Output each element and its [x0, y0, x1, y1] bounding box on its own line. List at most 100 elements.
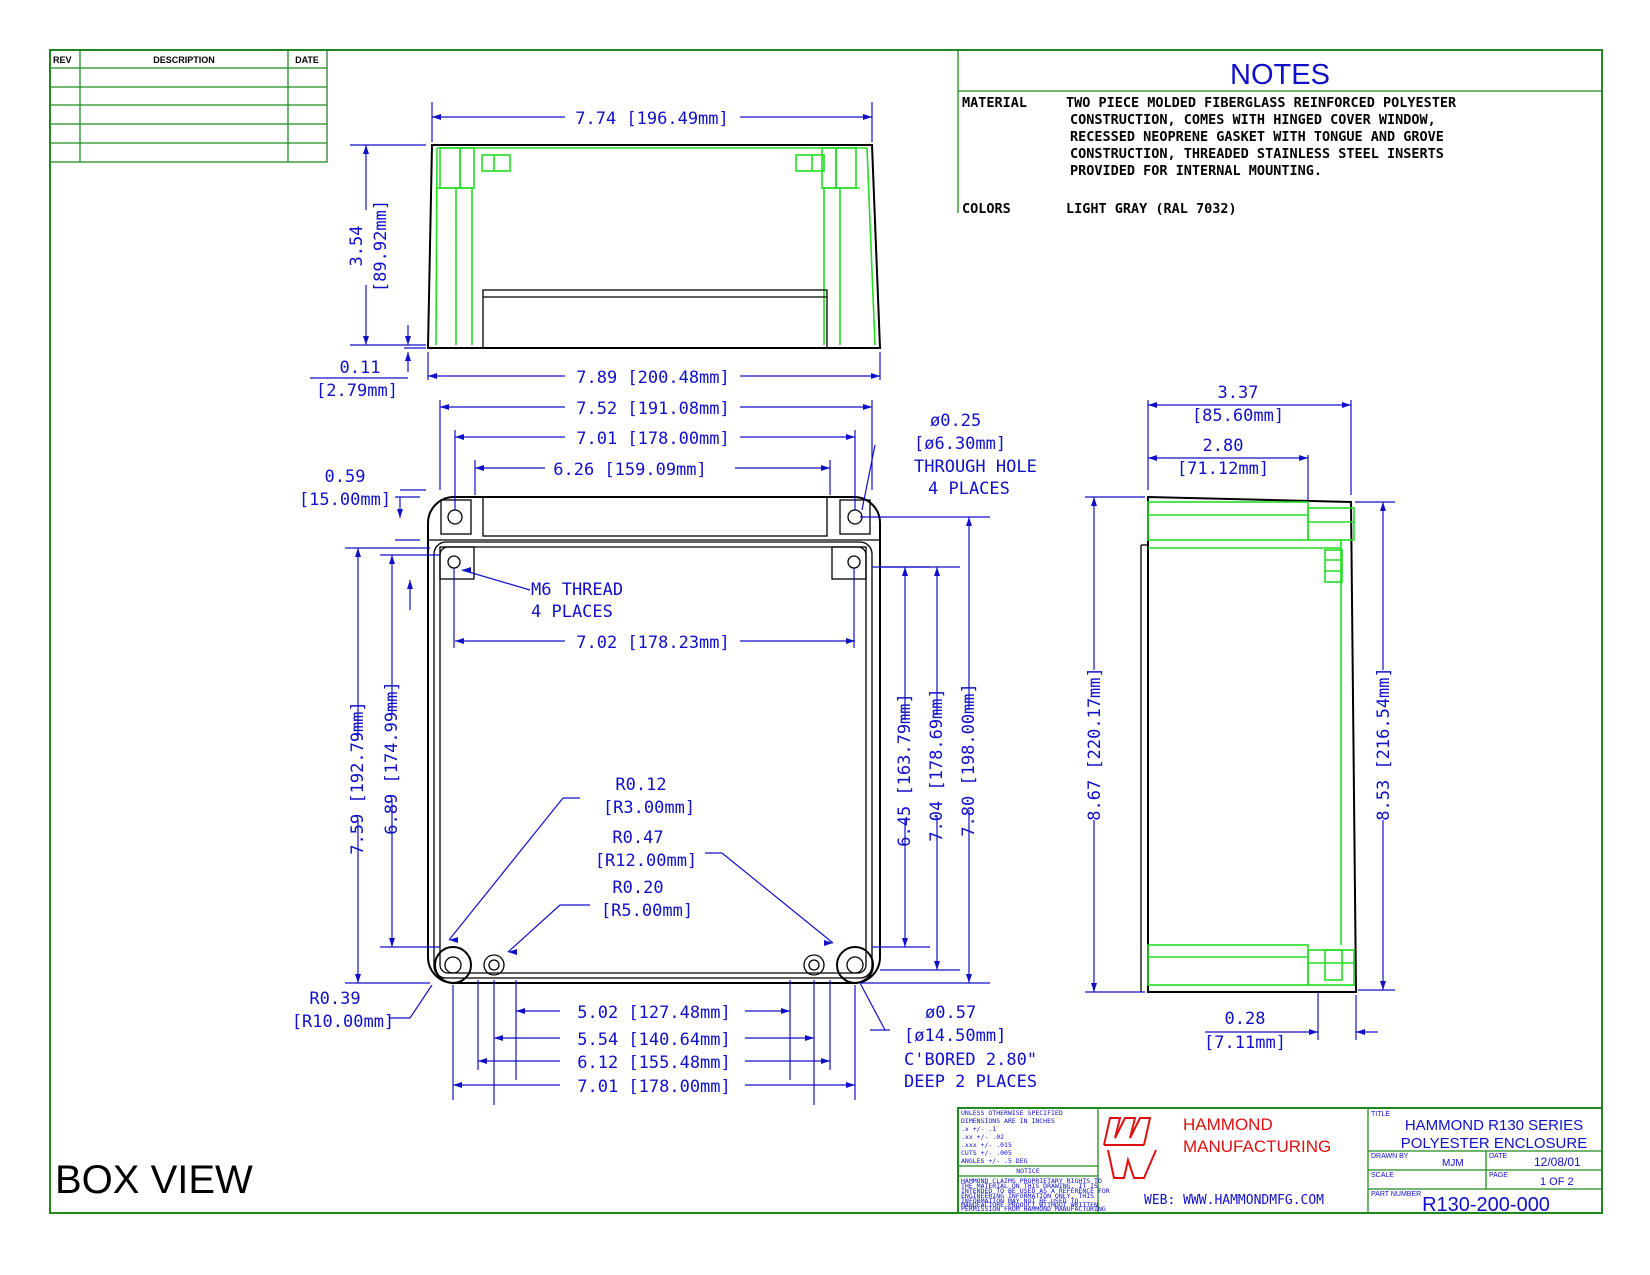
dim-height-759: 7.59 [192.79mm]: [348, 701, 368, 855]
dimension-arrow: [432, 114, 441, 120]
dimension-arrow: [871, 373, 880, 379]
dimension-arrow: [428, 373, 437, 379]
material-line-4: CONSTRUCTION, THREADED STAINLESS STEEL I…: [1070, 146, 1444, 162]
notice-line-3: INTENDED TO BE USED AS A REFERENCE FOR: [961, 1187, 1110, 1195]
drawing-border: [49, 49, 1603, 1214]
drawn-by-value: MJM: [1442, 1158, 1464, 1169]
dim-thread-1: M6 THREAD: [531, 580, 623, 600]
dim-side-337-mm: [85.60mm]: [1192, 406, 1284, 426]
dim-offset-059-mm: [15.00mm]: [299, 490, 391, 510]
dim-lip-in: 0.11: [340, 358, 381, 378]
notes-title: NOTES: [1230, 59, 1330, 91]
tol-line-1: UNLESS OTHERWISE SPECIFIED: [961, 1109, 1063, 1117]
dimension-arrow: [475, 465, 484, 471]
dimension-arrow: [934, 961, 940, 970]
dimension-arrow: [453, 1082, 462, 1088]
date-header: DATE: [295, 55, 319, 65]
dim-width-626: 6.26 [159.09mm]: [553, 460, 707, 480]
dim-width-554: 5.54 [140.64mm]: [577, 1030, 731, 1050]
date-label: DATE: [1489, 1153, 1507, 1160]
dimension-arrow: [363, 145, 369, 154]
company-web: WEB: WWW.HAMMONDMFG.COM: [1144, 1193, 1324, 1208]
material-line-3: RECESSED NEOPRENE GASKET WITH TONGUE AND…: [1070, 129, 1444, 145]
dim-side-028-mm: [7.11mm]: [1204, 1033, 1286, 1053]
dimension-arrow: [863, 404, 872, 410]
notice-line-4: ENGINEERING INFORMATION ONLY. THIS: [961, 1192, 1094, 1200]
company-name-line-1: HAMMOND: [1183, 1115, 1273, 1134]
dim-hole-dia-in: ø0.25: [930, 411, 981, 431]
dim-side-280-mm: [71.12mm]: [1177, 459, 1269, 479]
dimension-arrow: [966, 517, 972, 526]
dimension-arrow: [1148, 455, 1157, 461]
dimension-line: [859, 982, 886, 1031]
dim-thread-2: 4 PLACES: [531, 602, 613, 622]
dimension-arrow: [397, 509, 403, 518]
dim-cbore-dia-mm: [ø14.50mm]: [904, 1026, 1006, 1046]
dimension-arrow: [494, 1035, 503, 1041]
dimension-arrow: [407, 580, 413, 589]
notice-line-7: PERMISSION FROM HAMMOND MANUFACTURING: [961, 1205, 1106, 1213]
dimension-arrow: [355, 548, 361, 557]
dimension-line: [507, 904, 561, 953]
dim-width-702: 7.02 [178.23mm]: [576, 633, 730, 653]
dim-width-701-top: 7.01 [178.00mm]: [576, 429, 730, 449]
notes-block: NOTES MATERIAL TWO PIECE MOLDED FIBERGLA…: [957, 50, 1602, 217]
scale-label: SCALE: [1371, 1172, 1394, 1179]
material-line-1: TWO PIECE MOLDED FIBERGLASS REINFORCED P…: [1066, 95, 1457, 111]
dimension-labels: 7.74 [196.49mm] 3.54 [89.92mm] 0.11 [2.7…: [292, 109, 1394, 1097]
dim-side-028-in: 0.28: [1225, 1009, 1266, 1029]
dimension-lines: [310, 102, 1395, 1105]
page-value: 1 OF 2: [1540, 1176, 1574, 1188]
dimension-arrow: [508, 949, 517, 955]
tol-line-6: CUTS +/- .005: [961, 1149, 1012, 1157]
tol-line-7: ANGLES +/- .5 DEG: [961, 1157, 1028, 1165]
notice-line-1: HAMMOND CLAIMS PROPRIETARY RIGHTS TO: [961, 1177, 1102, 1185]
tol-line-2: DIMENSIONS ARE IN INCHES: [961, 1117, 1055, 1125]
dim-height-780: 7.80 [198.00mm]: [959, 683, 979, 837]
dimension-arrow: [781, 1008, 790, 1014]
dimension-arrow: [934, 567, 940, 576]
dimension-arrow: [863, 114, 872, 120]
dim-width-612: 6.12 [155.48mm]: [577, 1053, 731, 1073]
revision-table: REV DESCRIPTION DATE: [49, 49, 328, 163]
dimension-arrow: [966, 974, 972, 983]
hammond-logo-icon: [1103, 1117, 1157, 1179]
dim-side-867: 8.67 [220.17mm]: [1085, 667, 1105, 821]
dimension-arrow: [1091, 497, 1097, 506]
dimension-arrow: [846, 638, 855, 644]
dim-height-704: 7.04 [178.69mm]: [927, 688, 947, 842]
dimension-line: [861, 444, 876, 511]
dimension-line: [461, 569, 531, 591]
dim-hole-dia-mm: [ø6.30mm]: [914, 434, 1006, 454]
dimension-arrow: [1148, 402, 1157, 408]
description-header: DESCRIPTION: [153, 55, 215, 65]
dimension-line: [448, 797, 564, 941]
dim-r020-mm: [R5.00mm]: [601, 901, 693, 921]
side-view: [1140, 495, 1358, 993]
dimension-arrow: [821, 1058, 830, 1064]
dimension-arrow: [363, 336, 369, 345]
rev-header: REV: [53, 55, 72, 65]
dimension-arrow: [1356, 1029, 1365, 1035]
colors-value: LIGHT GRAY (RAL 7032): [1066, 201, 1237, 217]
dimension-arrow: [1309, 1029, 1318, 1035]
dimension-arrow: [1299, 455, 1308, 461]
notice-label: NOTICE: [1016, 1167, 1040, 1175]
dim-height-689: 6.89 [174.99mm]: [382, 681, 402, 835]
dimension-arrow: [846, 1082, 855, 1088]
dim-r039-mm: [R10.00mm]: [292, 1012, 394, 1032]
dim-hole-note-2: 4 PLACES: [928, 479, 1010, 499]
dim-r012-mm: [R3.00mm]: [603, 798, 695, 818]
colors-label: COLORS: [962, 201, 1011, 217]
dimension-arrow: [824, 940, 833, 946]
dim-width-502: 5.02 [127.48mm]: [577, 1003, 731, 1023]
material-label: MATERIAL: [962, 95, 1027, 111]
material-line-5: PROVIDED FOR INTERNAL MOUNTING.: [1070, 163, 1322, 179]
dimension-arrow: [455, 434, 464, 440]
tol-line-4: .xx +/- .02: [961, 1133, 1004, 1141]
dimension-arrow: [389, 555, 395, 564]
dim-width-701-bottom: 7.01 [178.00mm]: [577, 1077, 731, 1097]
title-label: TITLE: [1371, 1111, 1390, 1118]
dimension-arrow: [478, 1058, 487, 1064]
dim-r047-in: R0.47: [612, 828, 663, 848]
